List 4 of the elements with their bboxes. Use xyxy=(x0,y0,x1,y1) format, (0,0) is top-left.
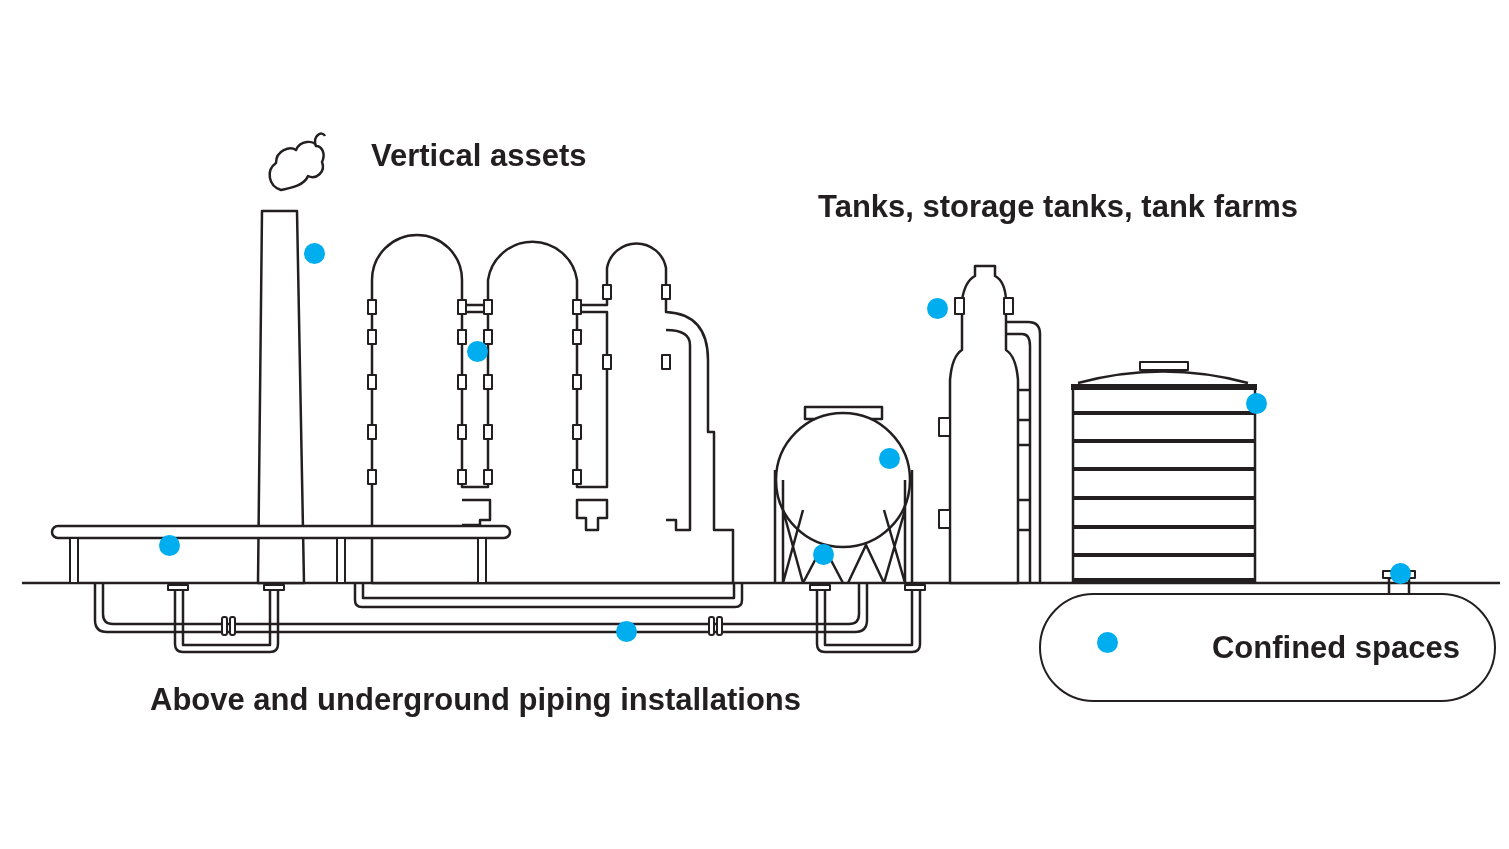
section-heading: Above and underground piping installations xyxy=(150,682,801,718)
section-heading: Tanks, storage tanks, tank farms xyxy=(818,189,1299,225)
section-heading: Vertical assets xyxy=(371,138,587,174)
tank-label: Confined spaces xyxy=(1211,629,1460,666)
